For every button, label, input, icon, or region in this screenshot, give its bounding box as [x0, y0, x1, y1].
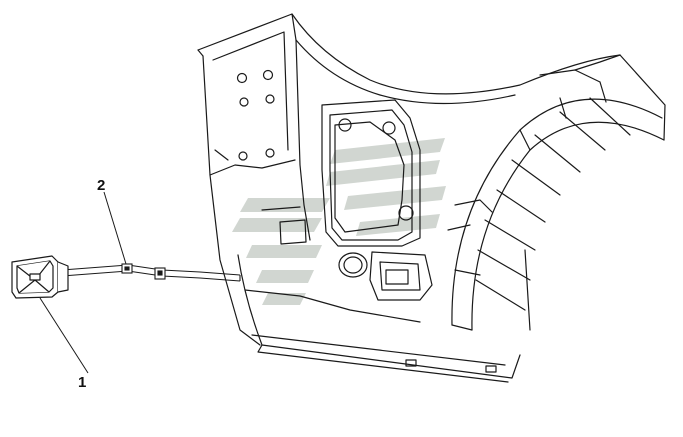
leader-line-2 — [103, 191, 127, 265]
leader-line-1 — [39, 297, 89, 374]
callout-number-2: 2 — [97, 177, 106, 194]
body-panel — [197, 13, 666, 383]
connector-clip — [121, 263, 166, 280]
callout-number-1: 1 — [78, 374, 87, 391]
wiring-harness — [61, 264, 241, 282]
lamp-unit — [11, 255, 69, 299]
watermark-logo — [232, 138, 446, 305]
leader-lines — [39, 191, 127, 374]
